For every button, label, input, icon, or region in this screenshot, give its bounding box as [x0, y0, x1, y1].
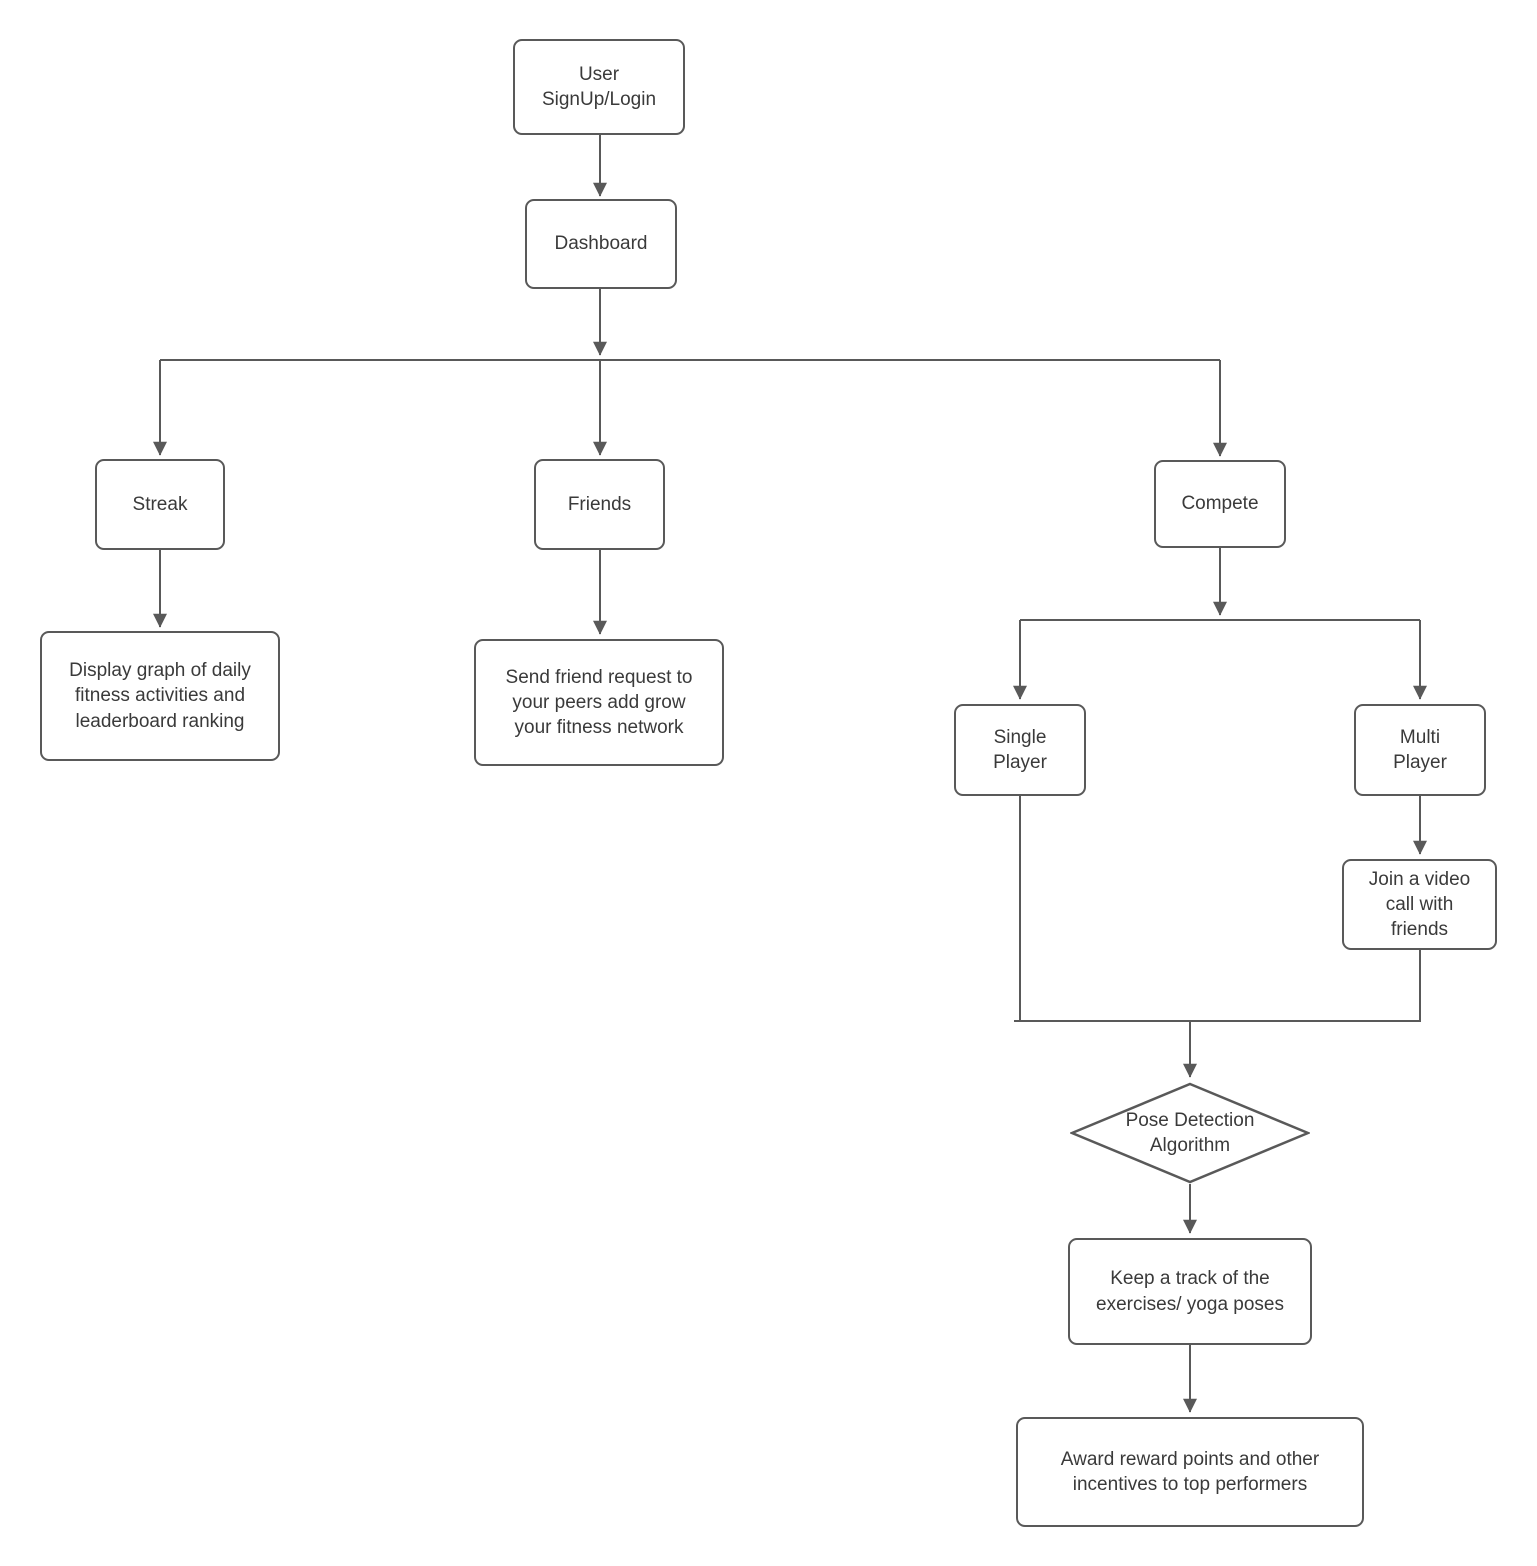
node-join-video-call: Join a video call with friends	[1342, 859, 1497, 950]
node-label: Compete	[1181, 493, 1259, 515]
node-award-points: Award reward points and other incentives…	[1016, 1417, 1364, 1527]
node-streak-detail: Display graph of daily fitness activitie…	[40, 631, 280, 761]
node-streak: Streak	[95, 459, 225, 550]
node-label: Streak	[132, 493, 188, 515]
node-label: Multi Player	[1393, 726, 1447, 773]
node-label: Display graph of daily fitness activitie…	[69, 660, 251, 732]
node-label: Friends	[567, 493, 632, 515]
node-friends: Friends	[534, 459, 665, 550]
node-label: Single Player	[993, 726, 1047, 773]
node-label: Keep a track of the exercises/ yoga pose…	[1096, 1268, 1284, 1315]
node-user-signup-login: User SignUp/Login	[513, 39, 685, 135]
node-dashboard: Dashboard	[525, 199, 677, 289]
node-keep-track: Keep a track of the exercises/ yoga pose…	[1068, 1238, 1312, 1345]
node-compete: Compete	[1154, 460, 1286, 548]
node-multi-player: Multi Player	[1354, 704, 1486, 796]
node-label: Award reward points and other incentives…	[1060, 1448, 1320, 1495]
node-friends-detail: Send friend request to your peers add gr…	[474, 639, 724, 766]
node-label: User SignUp/Login	[541, 63, 657, 110]
node-single-player: Single Player	[954, 704, 1086, 796]
node-pose-detection-algorithm: Pose Detection Algorithm	[1070, 1082, 1310, 1184]
node-label: Dashboard	[554, 233, 648, 255]
diamond-shape	[1070, 1082, 1310, 1184]
node-label: Pose Detection Algorithm	[1125, 1109, 1255, 1156]
node-label: Join a video call with friends	[1368, 868, 1471, 941]
node-label: Send friend request to your peers add gr…	[505, 666, 693, 739]
